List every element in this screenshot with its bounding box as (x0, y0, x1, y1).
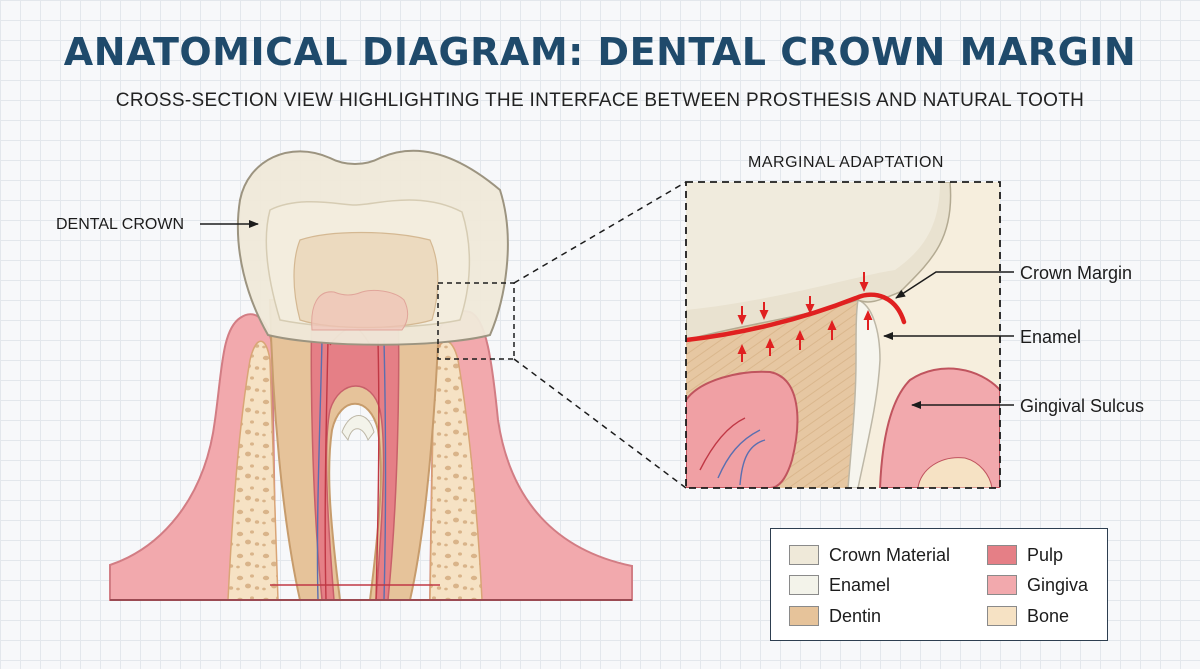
label-enamel: Enamel (1020, 327, 1081, 347)
tooth-cross-section (109, 149, 633, 601)
alveolar-bone-left (227, 340, 279, 601)
page-subtitle: CROSS-SECTION VIEW HIGHLIGHTING THE INTE… (115, 90, 1085, 111)
inset-vessels (699, 417, 766, 486)
label-crown-margin: Crown Margin (1020, 263, 1132, 283)
inset-frame (685, 181, 1001, 489)
leader-crown-margin (895, 271, 1014, 299)
crown-margin-line (686, 292, 907, 343)
legend-swatch (987, 545, 1017, 565)
legend-swatch (789, 606, 819, 626)
inset-bone (917, 457, 993, 488)
legend-label: Crown Material (829, 544, 951, 565)
inset-title: MARGINAL ADAPTATION (748, 154, 944, 171)
legend-item-enamel: Enamel (789, 573, 890, 597)
legend-item-crown-material: Crown Material (789, 543, 950, 567)
inset-crown-highlight (686, 182, 940, 310)
enamel-cervical (341, 415, 375, 442)
page-title: ANATOMICAL DIAGRAM: DENTAL CROWN MARGIN (63, 30, 1137, 74)
legend-item-pulp: Pulp (987, 543, 1063, 567)
legend-swatch (789, 575, 819, 595)
inset-enamel (847, 298, 881, 488)
legend-item-gingiva: Gingiva (987, 573, 1088, 597)
legend-label: Dentin (829, 605, 882, 626)
zoom-region-box (437, 282, 515, 360)
legend-label: Bone (1027, 605, 1070, 626)
legend-swatch (789, 545, 819, 565)
label-gingival-sulcus: Gingival Sulcus (1020, 396, 1144, 416)
legend-label: Enamel (829, 574, 891, 595)
zoom-connector-bottom (513, 358, 687, 489)
inset-gingiva (878, 367, 1000, 488)
inset-pulp (686, 370, 799, 488)
label-dental-crown: DENTAL CROWN (56, 216, 184, 233)
legend-item-dentin: Dentin (789, 604, 881, 628)
legend-swatch (987, 575, 1017, 595)
adaptation-arrows (737, 272, 873, 362)
zoom-connector-top (513, 181, 687, 284)
pulp-horn (311, 289, 409, 331)
legend-label: Gingiva (1027, 574, 1089, 595)
legend: Crown Material Enamel Dentin Pulp Gingiv… (770, 528, 1108, 641)
inset-magnified (686, 182, 1000, 488)
legend-label: Pulp (1027, 544, 1064, 565)
legend-item-bone: Bone (987, 604, 1069, 628)
legend-swatch (987, 606, 1017, 626)
